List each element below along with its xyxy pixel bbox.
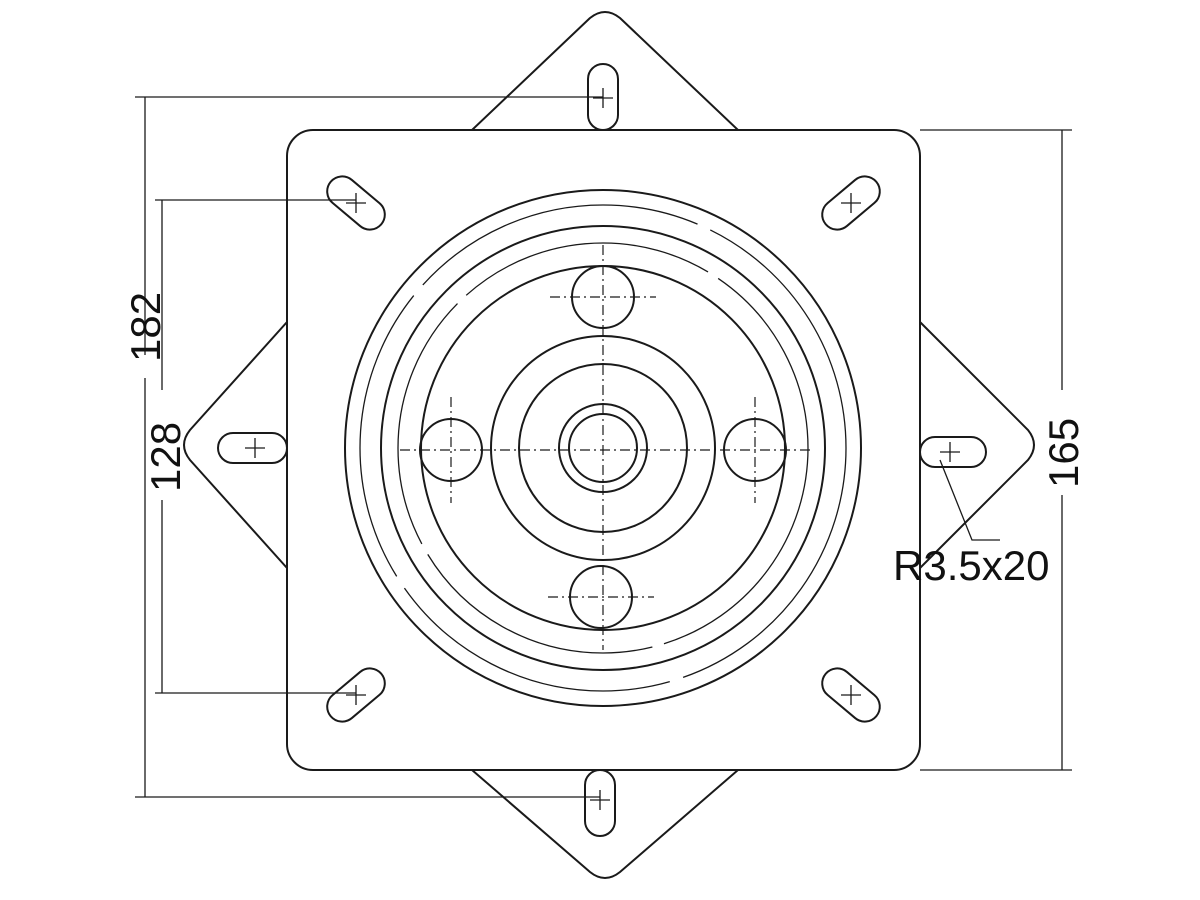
center-lines xyxy=(400,245,810,650)
concentric-rings xyxy=(344,189,862,707)
slot-spec-label: R3.5x20 xyxy=(893,542,1049,589)
diamond-base-plate xyxy=(183,11,1035,879)
dimension-182: 182 xyxy=(122,292,169,362)
dimension-128: 128 xyxy=(142,422,189,492)
dimension-165: 165 xyxy=(1040,418,1087,488)
dimension-lines xyxy=(135,96,1072,798)
